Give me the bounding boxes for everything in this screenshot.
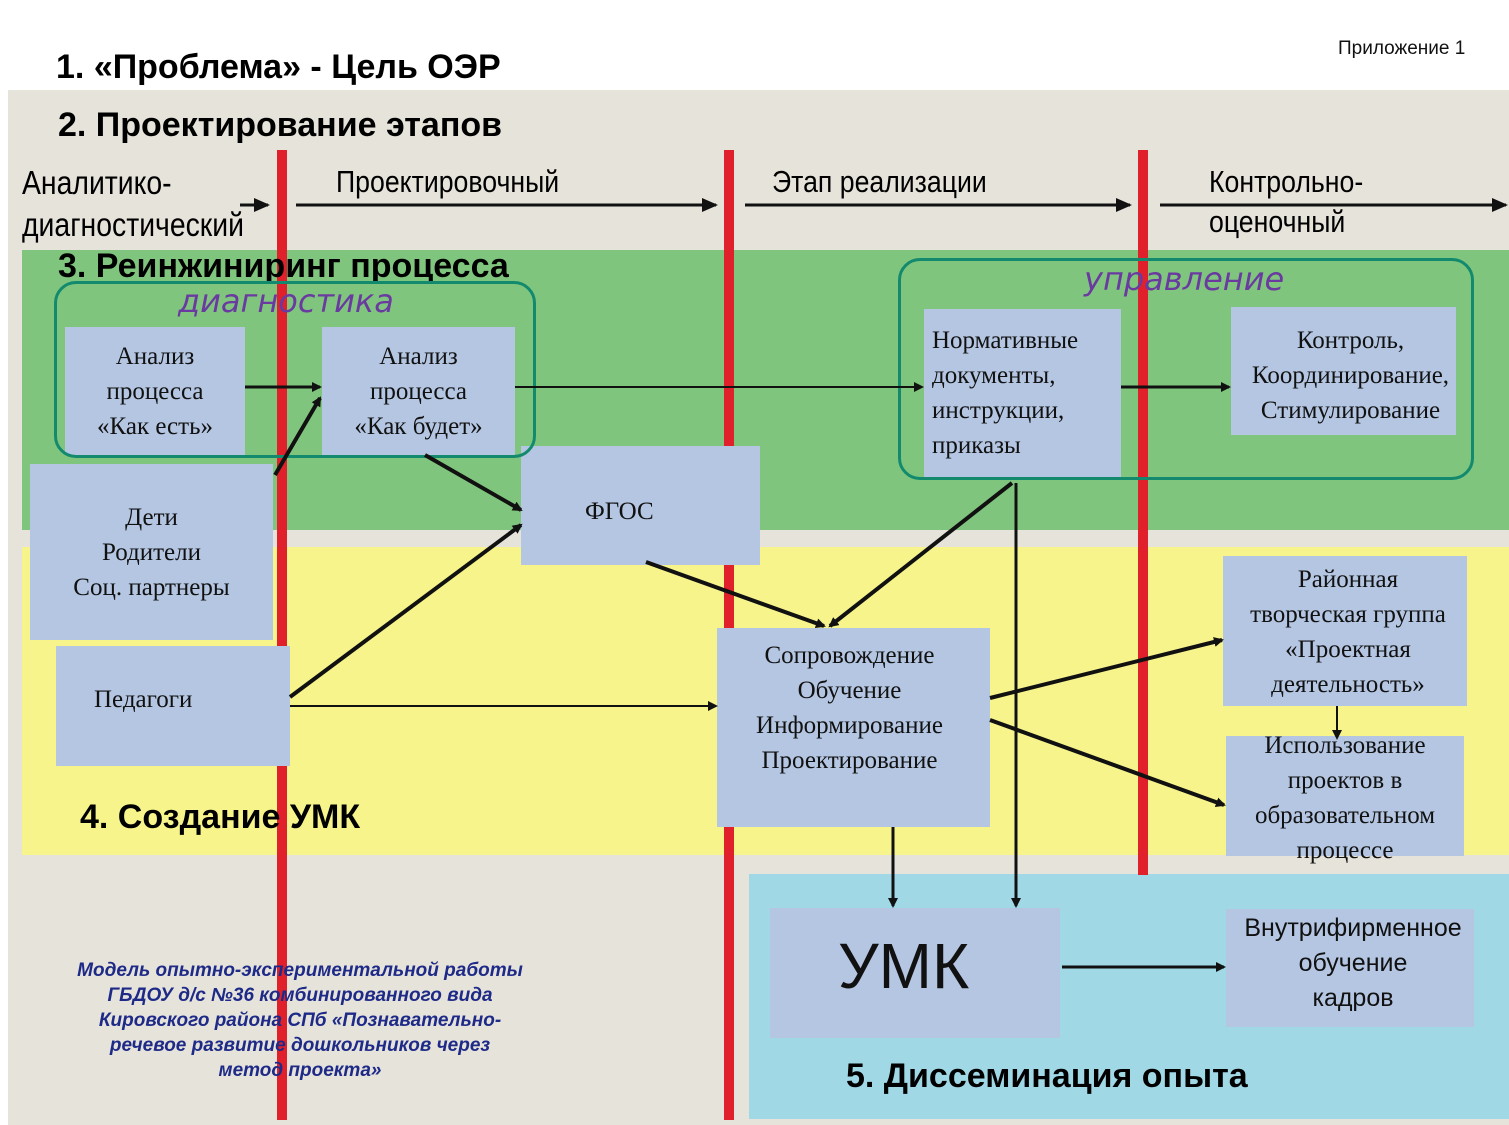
arrow-tobe-to-fgos bbox=[424, 453, 523, 512]
box-district-group: Районная творческая группа «Проектная де… bbox=[1223, 556, 1467, 706]
section-3-title: 3. Реинжиниринг процесса bbox=[58, 247, 509, 285]
arrow-fgos-to-support bbox=[645, 560, 826, 628]
box-normative-documents: Нормативные документы, инструкции, прика… bbox=[924, 309, 1121, 477]
stage-implementation: Этап реализации bbox=[772, 164, 987, 199]
box-fgos: ФГОС bbox=[521, 446, 760, 565]
section-1-text: «Проблема» - Цель ОЭР bbox=[93, 48, 501, 86]
box-analysis-as-is: Анализ процесса «Как есть» bbox=[65, 327, 245, 455]
group-management-label: управление bbox=[1084, 260, 1285, 298]
section-1-title: 1. «Проблема» - Цель ОЭР bbox=[56, 48, 501, 87]
model-caption: Модель опытно-экспериментальной работы Г… bbox=[77, 960, 523, 1081]
box-teachers: Педагоги bbox=[56, 646, 290, 766]
group-management bbox=[898, 258, 1474, 480]
box-internal-training: Внутрифирменное обучение кадров bbox=[1226, 909, 1474, 1027]
box-umk: УМК bbox=[770, 908, 1060, 1038]
group-diagnostics bbox=[54, 281, 536, 458]
arrow-stakeholders-to-tobe bbox=[273, 396, 322, 477]
arrow-support-to-district bbox=[989, 637, 1224, 700]
stage-separator-1 bbox=[277, 150, 287, 1120]
arrow-support-to-projects bbox=[989, 718, 1226, 807]
stage-analytic-diagnostic: Аналитико- диагностический bbox=[22, 164, 244, 243]
stage-design: Проектировочный bbox=[336, 164, 560, 199]
box-support: Сопровождение Обучение Информирование Пр… bbox=[717, 628, 990, 827]
section-4-title: 4. Создание УМК bbox=[80, 798, 361, 836]
arrow-teachers-to-fgos bbox=[288, 523, 523, 699]
section-5-title: 5. Диссеминация опыта bbox=[846, 1057, 1248, 1095]
appendix-label: Приложение 1 bbox=[1338, 38, 1466, 59]
box-control: Контроль, Координирование, Стимулировани… bbox=[1231, 307, 1456, 435]
box-stakeholders: Дети Родители Соц. партнеры bbox=[30, 464, 273, 640]
box-analysis-to-be: Анализ процесса «Как будет» bbox=[322, 327, 515, 455]
stage-separator-3 bbox=[1138, 150, 1148, 875]
box-projects-use: Использование проектов в образовательном… bbox=[1226, 732, 1464, 864]
stage-control-evaluation: Контрольно- оценочный bbox=[1209, 164, 1364, 239]
group-diagnostics-label: диагностика bbox=[178, 282, 394, 320]
arrow-normative-to-support bbox=[828, 481, 1014, 628]
section-2-title: 2. Проектирование этапов bbox=[58, 106, 503, 144]
section-1-number: 1. bbox=[56, 48, 85, 86]
